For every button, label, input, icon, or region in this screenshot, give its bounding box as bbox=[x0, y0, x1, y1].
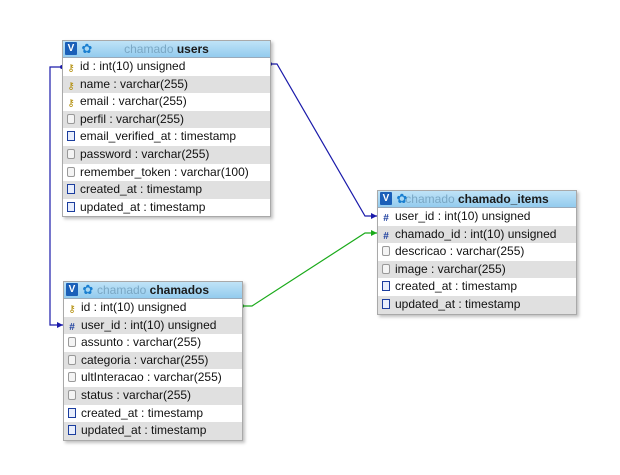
column-row[interactable]: ⚷ id : int(10) unsigned bbox=[63, 58, 270, 76]
gear-icon[interactable]: ✿ bbox=[396, 191, 408, 206]
unique-key-icon: ⚷ bbox=[67, 80, 75, 92]
column-row[interactable]: created_at : timestamp bbox=[64, 404, 242, 423]
column-list: # user_id : int(10) unsigned # chamado_id … bbox=[378, 208, 576, 314]
primary-key-icon: ⚷ bbox=[67, 63, 75, 74]
database-name: chamado bbox=[124, 42, 177, 56]
column-row[interactable]: categoria : varchar(255) bbox=[64, 351, 242, 370]
relation-arrow bbox=[371, 213, 377, 219]
relation-users-items[interactable] bbox=[269, 63, 377, 217]
database-name: chamado bbox=[96, 283, 150, 297]
column-label: assunto : varchar(255) bbox=[81, 335, 202, 350]
column-label: user_id : int(10) unsigned bbox=[395, 209, 531, 223]
column-label: email : varchar(255) bbox=[80, 94, 187, 109]
datetime-column-icon bbox=[68, 425, 76, 436]
column-row[interactable]: updated_at : timestamp bbox=[378, 295, 576, 314]
text-column-icon bbox=[68, 372, 76, 383]
column-label: id : int(10) unsigned bbox=[80, 59, 186, 73]
text-column-icon bbox=[68, 389, 76, 400]
database-name: chamado bbox=[405, 192, 458, 206]
column-label: password : varchar(255) bbox=[80, 146, 210, 161]
toggle-icon[interactable]: V bbox=[380, 192, 392, 205]
column-label: chamado_id : int(10) unsigned bbox=[395, 226, 557, 241]
column-label: updated_at : timestamp bbox=[81, 423, 207, 438]
column-row[interactable]: password : varchar(255) bbox=[63, 145, 270, 164]
datetime-column-icon bbox=[67, 201, 75, 212]
gear-icon[interactable]: ✿ bbox=[82, 282, 94, 297]
column-label: created_at : timestamp bbox=[81, 405, 204, 420]
relation-arrow bbox=[371, 230, 377, 236]
column-row[interactable]: descricao : varchar(255) bbox=[378, 243, 576, 261]
unique-key-icon: ⚷ bbox=[67, 98, 75, 110]
column-label: name : varchar(255) bbox=[80, 76, 189, 91]
column-label: user_id : int(10) unsigned bbox=[81, 317, 217, 332]
column-row[interactable]: image : varchar(255) bbox=[378, 260, 576, 279]
table-name: users bbox=[176, 42, 209, 56]
table-chamado-items[interactable]: V ✿ chamado chamado_items # user_id : int… bbox=[377, 190, 577, 315]
column-row[interactable]: ⚷ name : varchar(255) bbox=[63, 75, 270, 94]
column-row[interactable]: updated_at : timestamp bbox=[64, 422, 242, 440]
column-label: perfil : varchar(255) bbox=[80, 111, 185, 126]
toggle-icon[interactable]: V bbox=[65, 42, 77, 55]
column-row[interactable]: ⚷ id : int(10) unsigned bbox=[64, 299, 242, 317]
column-label: email_verified_at : timestamp bbox=[80, 129, 237, 144]
text-column-icon bbox=[67, 113, 75, 124]
datetime-column-icon bbox=[67, 131, 75, 142]
column-label: status : varchar(255) bbox=[81, 387, 192, 402]
text-column-icon bbox=[382, 263, 390, 274]
table-name: chamados bbox=[149, 283, 210, 297]
column-row[interactable]: # chamado_id : int(10) unsigned bbox=[378, 225, 576, 244]
numeric-column-icon: # bbox=[383, 213, 389, 224]
table-header[interactable]: V ✿ chamado chamado_items bbox=[378, 191, 576, 208]
column-label: image : varchar(255) bbox=[395, 261, 506, 276]
column-row[interactable]: updated_at : timestamp bbox=[63, 198, 270, 217]
table-header[interactable]: V ✿ chamado chamados bbox=[64, 282, 242, 299]
column-row[interactable]: status : varchar(255) bbox=[64, 386, 242, 405]
column-label: remember_token : varchar(100) bbox=[80, 164, 249, 179]
column-label: ultInteracao : varchar(255) bbox=[81, 370, 222, 385]
table-chamados[interactable]: V ✿ chamado chamados ⚷ id : int(10) unsig… bbox=[63, 281, 243, 441]
column-label: created_at : timestamp bbox=[395, 279, 518, 294]
column-row[interactable]: ⚷ email : varchar(255) bbox=[63, 93, 270, 111]
relation-arrow bbox=[57, 322, 63, 328]
table-name: chamado_items bbox=[458, 192, 549, 206]
column-row[interactable]: # user_id : int(10) unsigned bbox=[64, 316, 242, 335]
numeric-column-icon: # bbox=[383, 230, 389, 242]
column-label: descricao : varchar(255) bbox=[395, 244, 525, 259]
column-row[interactable]: created_at : timestamp bbox=[63, 181, 270, 199]
column-list: ⚷ id : int(10) unsigned # user_id : int(10… bbox=[64, 299, 242, 440]
datetime-column-icon bbox=[68, 407, 76, 418]
column-label: categoria : varchar(255) bbox=[81, 352, 209, 367]
datetime-column-icon bbox=[382, 298, 390, 309]
column-row[interactable]: perfil : varchar(255) bbox=[63, 110, 270, 129]
datetime-column-icon bbox=[67, 184, 75, 195]
column-row[interactable]: email_verified_at : timestamp bbox=[63, 128, 270, 146]
text-column-icon bbox=[68, 337, 76, 348]
column-row[interactable]: # user_id : int(10) unsigned bbox=[378, 208, 576, 226]
column-row[interactable]: assunto : varchar(255) bbox=[64, 334, 242, 352]
column-label: updated_at : timestamp bbox=[80, 199, 206, 214]
column-list: ⚷ id : int(10) unsigned ⚷ name : varchar(2… bbox=[63, 58, 270, 217]
relation-users-chamados[interactable] bbox=[49, 66, 63, 326]
relation-chamados-items[interactable] bbox=[241, 232, 377, 307]
column-label: created_at : timestamp bbox=[80, 182, 203, 197]
table-users[interactable]: V ✿ chamado users ⚷ id : int(10) unsigned… bbox=[62, 40, 271, 218]
column-row[interactable]: remember_token : varchar(100) bbox=[63, 163, 270, 182]
gear-icon[interactable]: ✿ bbox=[81, 41, 93, 56]
text-column-icon bbox=[68, 354, 76, 365]
toggle-icon[interactable]: V bbox=[66, 283, 78, 296]
text-column-icon bbox=[67, 148, 75, 159]
column-row[interactable]: created_at : timestamp bbox=[378, 278, 576, 296]
numeric-column-icon: # bbox=[69, 321, 75, 333]
datetime-column-icon bbox=[382, 281, 390, 292]
table-header[interactable]: V ✿ chamado users bbox=[63, 41, 270, 58]
column-row[interactable]: ultInteracao : varchar(255) bbox=[64, 369, 242, 387]
primary-key-icon: ⚷ bbox=[68, 304, 76, 315]
column-label: updated_at : timestamp bbox=[395, 296, 521, 311]
text-column-icon bbox=[382, 246, 390, 257]
text-column-icon bbox=[67, 166, 75, 177]
column-label: id : int(10) unsigned bbox=[81, 300, 187, 314]
